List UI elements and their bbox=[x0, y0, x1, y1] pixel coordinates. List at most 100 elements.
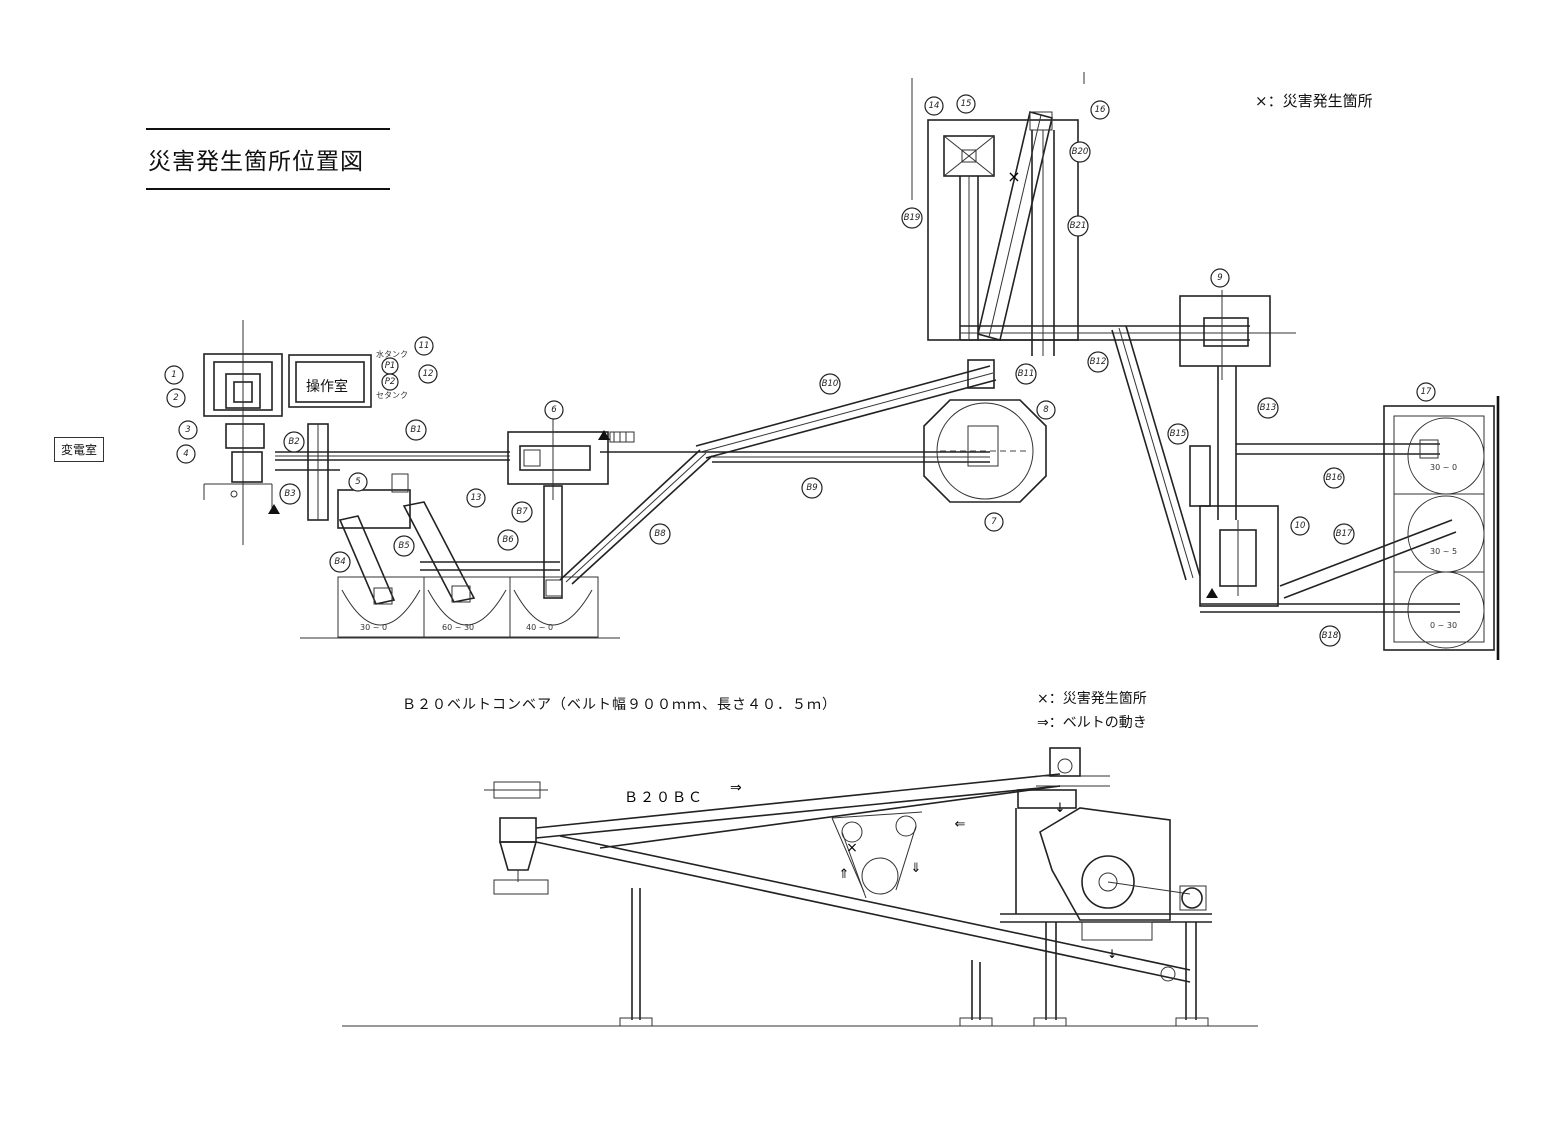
marker-triangle bbox=[1206, 588, 1218, 598]
callout-16: 16 bbox=[1090, 100, 1110, 120]
bin-right-2-label: 30 ~ 5 bbox=[1430, 547, 1457, 556]
svg-text:B6: B6 bbox=[502, 535, 514, 545]
conveyor-b19 bbox=[959, 176, 979, 340]
svg-text:B2: B2 bbox=[288, 437, 299, 447]
callout-15: 15 bbox=[956, 94, 976, 114]
svg-text:B13: B13 bbox=[1260, 403, 1277, 413]
callout-b10: B10 bbox=[819, 373, 841, 395]
conveyor-b15 bbox=[1189, 445, 1211, 507]
svg-text:B19: B19 bbox=[904, 213, 921, 223]
callout-b19: B19 bbox=[901, 207, 923, 229]
bin-right-1-label: 30 ~ 0 bbox=[1430, 463, 1457, 472]
svg-text:8: 8 bbox=[1043, 405, 1049, 415]
svg-text:B11: B11 bbox=[1018, 369, 1035, 379]
callout-b21: B21 bbox=[1067, 215, 1089, 237]
conveyor-b3 bbox=[307, 423, 329, 521]
callout-9: 9 bbox=[1210, 268, 1230, 288]
legend-accident-bottom: ×：災害発生箇所 bbox=[1037, 691, 1147, 707]
callout-b18: B18 bbox=[1319, 625, 1341, 647]
svg-text:B1: B1 bbox=[410, 425, 421, 435]
callout-3: 3 bbox=[178, 420, 198, 440]
svg-text:B18: B18 bbox=[1322, 631, 1339, 641]
conveyor-b13 bbox=[1217, 366, 1237, 520]
conveyor-b6 bbox=[420, 561, 560, 571]
svg-text:B9: B9 bbox=[806, 483, 817, 493]
callout-b9: B9 bbox=[801, 477, 823, 499]
svg-text:B4: B4 bbox=[334, 557, 345, 567]
bin-left-3-label: 40 ~ 0 bbox=[526, 623, 553, 632]
conveyor-b16 bbox=[1236, 439, 1440, 459]
conveyor-b21 bbox=[1031, 130, 1055, 356]
callout-2: 2 bbox=[166, 388, 186, 408]
svg-text:7: 7 bbox=[991, 517, 997, 527]
page-title: 災害発生箇所位置図 bbox=[148, 149, 364, 175]
callout-10: 10 bbox=[1290, 516, 1310, 536]
conveyor-b20 bbox=[977, 111, 1053, 341]
title-rule-bottom bbox=[146, 188, 390, 190]
svg-text:13: 13 bbox=[471, 493, 482, 503]
svg-text:B12: B12 bbox=[1090, 357, 1107, 367]
svg-text:B5: B5 bbox=[398, 541, 409, 551]
callout-12: 12 bbox=[418, 364, 438, 384]
callout-4: 4 bbox=[176, 444, 196, 464]
svg-text:10: 10 bbox=[1295, 521, 1306, 531]
svg-text:B10: B10 bbox=[822, 379, 839, 389]
conveyor-b5 bbox=[402, 501, 476, 603]
callout-b3: B3 bbox=[279, 483, 301, 505]
screen-unit-6 bbox=[507, 418, 635, 500]
bin-left-2-label: 60 ~ 30 bbox=[442, 623, 474, 632]
svg-text:2: 2 bbox=[173, 393, 178, 403]
conveyor-b17 bbox=[1279, 519, 1457, 599]
svg-text:B17: B17 bbox=[1336, 529, 1353, 539]
title-rule-top bbox=[146, 128, 390, 130]
callout-b12: B12 bbox=[1087, 351, 1109, 373]
callout-14: 14 bbox=[924, 96, 944, 116]
detail-caption: Ｂ２０ベルトコンベア（ベルト幅９００ｍｍ、長さ４０．５ｍ） bbox=[402, 697, 837, 713]
callout-6: 6 bbox=[544, 400, 564, 420]
conveyor-b11 bbox=[967, 359, 995, 389]
unit-9 bbox=[1179, 290, 1271, 380]
svg-text:B15: B15 bbox=[1170, 429, 1187, 439]
tank-label-cement: セタンク bbox=[376, 391, 408, 400]
callout-7: 7 bbox=[984, 512, 1004, 532]
elevation-detail: × ⇐ ⇑ ⇓ ↓ ↓ Ｂ２０ＢＣ ⇒ bbox=[342, 747, 1258, 1027]
tank-p2: P2 bbox=[381, 373, 399, 391]
conveyor-b18-lower bbox=[1200, 603, 1460, 613]
unit-5 bbox=[337, 489, 411, 529]
conveyor-b1 bbox=[275, 451, 510, 471]
bins-left: 30 ~ 0 60 ~ 30 40 ~ 0 bbox=[300, 576, 620, 639]
svg-text:3: 3 bbox=[185, 425, 190, 435]
conveyor-b20-direction: ⇒ bbox=[730, 780, 742, 796]
svg-text:12: 12 bbox=[423, 369, 434, 379]
callout-b2: B2 bbox=[283, 431, 305, 453]
svg-text:14: 14 bbox=[929, 101, 940, 111]
accident-mark-plan: × bbox=[1007, 167, 1020, 186]
substation-label: 変電室 bbox=[54, 437, 105, 462]
primary-crusher-area bbox=[203, 320, 283, 545]
callout-8: 8 bbox=[1036, 400, 1056, 420]
callout-5: 5 bbox=[348, 472, 368, 492]
svg-text:16: 16 bbox=[1095, 105, 1106, 115]
conveyor-b20-label: Ｂ２０ＢＣ bbox=[624, 790, 704, 806]
svg-text:5: 5 bbox=[355, 477, 360, 487]
svg-text:⇐: ⇐ bbox=[955, 817, 966, 832]
svg-text:B21: B21 bbox=[1070, 221, 1087, 231]
conveyor-b8 bbox=[559, 449, 713, 585]
control-room-label: 操作室 bbox=[306, 379, 348, 395]
callout-b1: B1 bbox=[405, 419, 427, 441]
svg-text:17: 17 bbox=[1421, 387, 1432, 397]
callout-b5: B5 bbox=[393, 535, 415, 557]
legend-bottom: ×：災害発生箇所 ⇒：ベルトの動き bbox=[1037, 687, 1147, 735]
tank-label-water: 水タンク bbox=[376, 349, 408, 359]
svg-text:B20: B20 bbox=[1072, 147, 1089, 157]
callout-b17: B17 bbox=[1333, 523, 1355, 545]
conveyor-b9 bbox=[600, 451, 990, 463]
svg-text:15: 15 bbox=[961, 99, 972, 109]
marker-triangle bbox=[268, 504, 280, 514]
unit-10 bbox=[1199, 505, 1279, 607]
callout-13: 13 bbox=[466, 488, 486, 508]
callout-b16: B16 bbox=[1323, 467, 1345, 489]
legend-belt-movement: ⇒：ベルトの動き bbox=[1037, 715, 1147, 731]
control-room-box bbox=[288, 354, 372, 408]
accident-mark-detail: × bbox=[846, 840, 858, 856]
